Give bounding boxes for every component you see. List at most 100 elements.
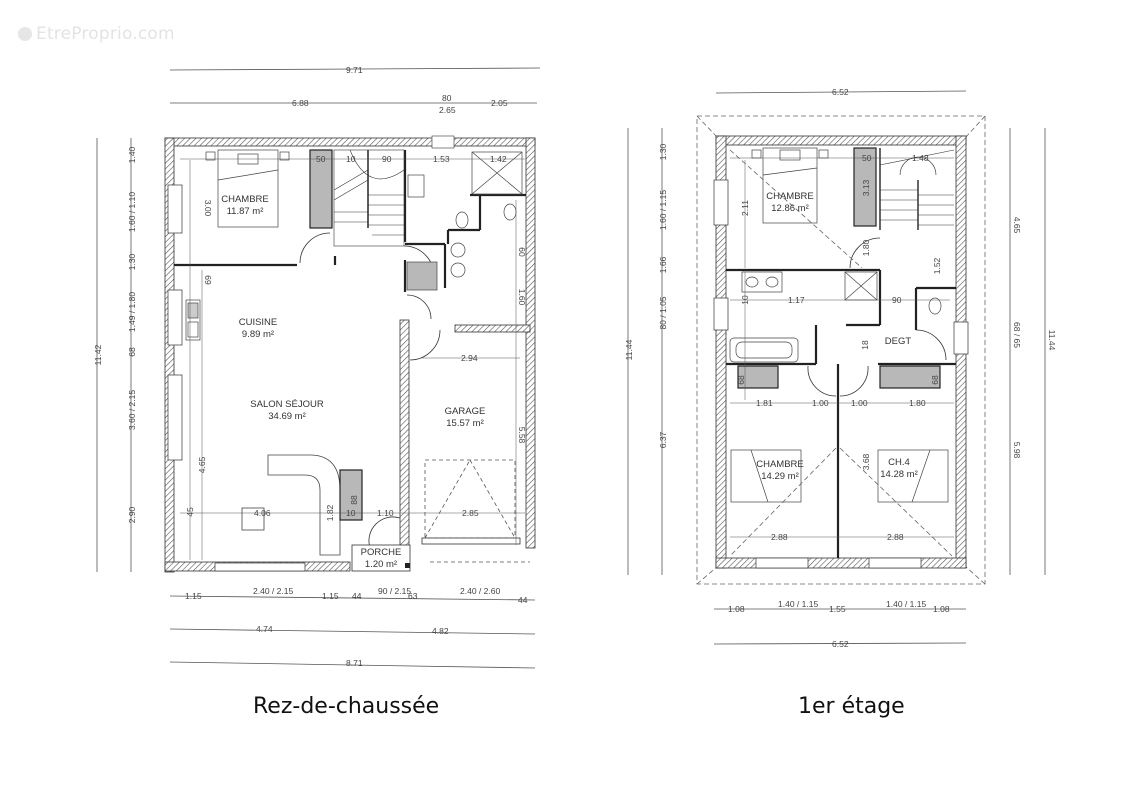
- dim-left-seg: 3.60 / 2.15: [127, 390, 137, 430]
- dim-inner: 68: [930, 375, 940, 385]
- watermark-text: EtreProprio.com: [36, 24, 175, 44]
- room-cuisine-label: CUISINE: [239, 317, 278, 328]
- dim-bottom: 2.40 / 2.15: [253, 586, 293, 596]
- dim-inner: 60: [517, 247, 527, 257]
- ground-bathroom-fixtures: [406, 151, 523, 291]
- dim-inner: 90: [892, 295, 902, 305]
- dim-inner: 4.06: [254, 508, 271, 518]
- room-chambre-label: CHAMBRE: [766, 191, 814, 202]
- dim-overall-height-right: 11.44: [1047, 330, 1057, 351]
- dim-overall-height: 11.44: [624, 339, 634, 360]
- ground-sofa-icon: [241, 454, 341, 556]
- dim-bottom: 63: [408, 591, 418, 601]
- dim-overall-width: 9.71: [346, 65, 363, 75]
- dim-inner: 1.42: [490, 154, 507, 164]
- dim-bottom: 1.40 / 1.15: [886, 599, 926, 609]
- dim-bottom-overall: 8.71: [346, 658, 363, 668]
- room-cuisine-area: 9.89 m²: [242, 329, 274, 340]
- dim-inner: 5.58: [517, 427, 527, 444]
- dim-inner: 2.94: [461, 353, 478, 363]
- first-staircase: [879, 148, 955, 230]
- dim-inner: 1.00: [851, 398, 868, 408]
- ground-kitchen-sink-icon: [185, 299, 201, 341]
- dim-right-width: 2.05: [491, 98, 508, 108]
- dim-left-seg: 6.37: [658, 431, 668, 448]
- copyright-icon: [18, 27, 32, 41]
- ground-doors: [299, 232, 441, 549]
- dim-inner: 88: [349, 495, 359, 505]
- dim-inner: 1.60: [517, 289, 527, 306]
- dim-inner: 3.00: [203, 200, 213, 217]
- dim-overall-width: 6.52: [832, 87, 849, 97]
- ground-porch-box: [351, 544, 411, 572]
- first-left-dimensions: [627, 128, 663, 575]
- dim-inner: 18: [860, 340, 870, 350]
- dim-bottom: 4.82: [432, 626, 449, 636]
- ground-inner-dim-lines: [180, 158, 525, 560]
- dim-mid-top: 80: [442, 93, 452, 103]
- room-chambre2-area: 14.29 m²: [761, 471, 799, 482]
- first-bathroom-fixtures: [729, 271, 942, 363]
- room-chambre2-label: CHAMBRE: [756, 459, 804, 470]
- room-salon-label: SALON SÉJOUR: [250, 399, 324, 410]
- dim-bottom: 90 / 2.15: [378, 586, 411, 596]
- dim-left-seg: 1.49 / 1.80: [127, 292, 137, 332]
- dim-left-seg: 1.60 / 1.15: [658, 190, 668, 230]
- first-beds-bottom: [730, 449, 949, 503]
- ground-bottom-dimensions: [169, 595, 536, 669]
- ground-garage-door: [424, 459, 530, 563]
- dim-inner: 2.11: [740, 200, 750, 216]
- first-closet: [853, 147, 877, 227]
- dim-inner: 68: [736, 375, 746, 385]
- dim-bottom: 44: [518, 595, 528, 605]
- dim-right-seg: 5.98: [1012, 442, 1022, 459]
- dim-right-seg: 68 / 65: [1012, 322, 1022, 348]
- dim-inner: 1.80: [861, 239, 871, 256]
- dim-bottom: 1.08: [933, 604, 950, 614]
- ground-left-dimensions: [96, 138, 132, 572]
- room-salon-area: 34.69 m²: [268, 411, 306, 422]
- first-doors: [807, 237, 947, 397]
- dim-inner: 2.88: [887, 532, 904, 542]
- dim-inner: 1.81: [756, 398, 773, 408]
- dim-inner: 1.53: [433, 154, 450, 164]
- room-degt-label: DEGT: [885, 336, 912, 347]
- dim-inner: 45: [185, 507, 195, 517]
- dim-left-seg: 1.66: [658, 256, 668, 273]
- room-chambre-area: 12.86 m²: [771, 203, 809, 214]
- dim-overall-height: 11.42: [93, 344, 103, 365]
- dim-inner: 50: [316, 154, 326, 164]
- first-closet-bath: [737, 365, 779, 389]
- dim-inner: 10: [346, 154, 356, 164]
- dim-inner: 3.68: [861, 453, 871, 470]
- dim-inner: 1.00: [812, 398, 829, 408]
- dim-left-seg: 1.30: [658, 143, 668, 160]
- dim-inner: 2.85: [462, 508, 479, 518]
- dim-bottom: 4.74: [256, 624, 273, 634]
- dim-left-seg: 1.40: [127, 146, 137, 163]
- room-ch4-label: CH.4: [888, 457, 910, 468]
- room-garage-label: GARAGE: [445, 406, 486, 417]
- first-inner-dim-lines: [730, 157, 954, 538]
- room-chambre-area: 11.87 m²: [227, 206, 264, 217]
- room-garage-area: 15.57 m²: [446, 418, 484, 429]
- dim-bottom: 1.15: [322, 591, 339, 601]
- dim-left-seg: 68: [127, 347, 137, 357]
- room-ch4-area: 14.28 m²: [880, 469, 918, 480]
- dim-mid-bottom: 2.65: [439, 105, 456, 115]
- room-porche-area: 1.20 m²: [365, 559, 397, 570]
- first-bed-icon: [751, 147, 829, 224]
- dim-inner: 1.82: [325, 504, 335, 521]
- dim-inner: 1.52: [932, 257, 942, 274]
- dim-inner: 1.10: [377, 508, 394, 518]
- dim-inner: 2.88: [771, 532, 788, 542]
- first-interior-walls: [726, 268, 956, 558]
- first-diagonals: [729, 149, 953, 557]
- watermark: EtreProprio.com: [18, 24, 175, 44]
- dim-bottom: 1.15: [185, 591, 202, 601]
- ground-top-dimensions: [169, 67, 541, 104]
- ground-closet: [339, 469, 363, 521]
- first-bottom-dimensions: [713, 608, 967, 645]
- ground-staircase: [309, 149, 405, 247]
